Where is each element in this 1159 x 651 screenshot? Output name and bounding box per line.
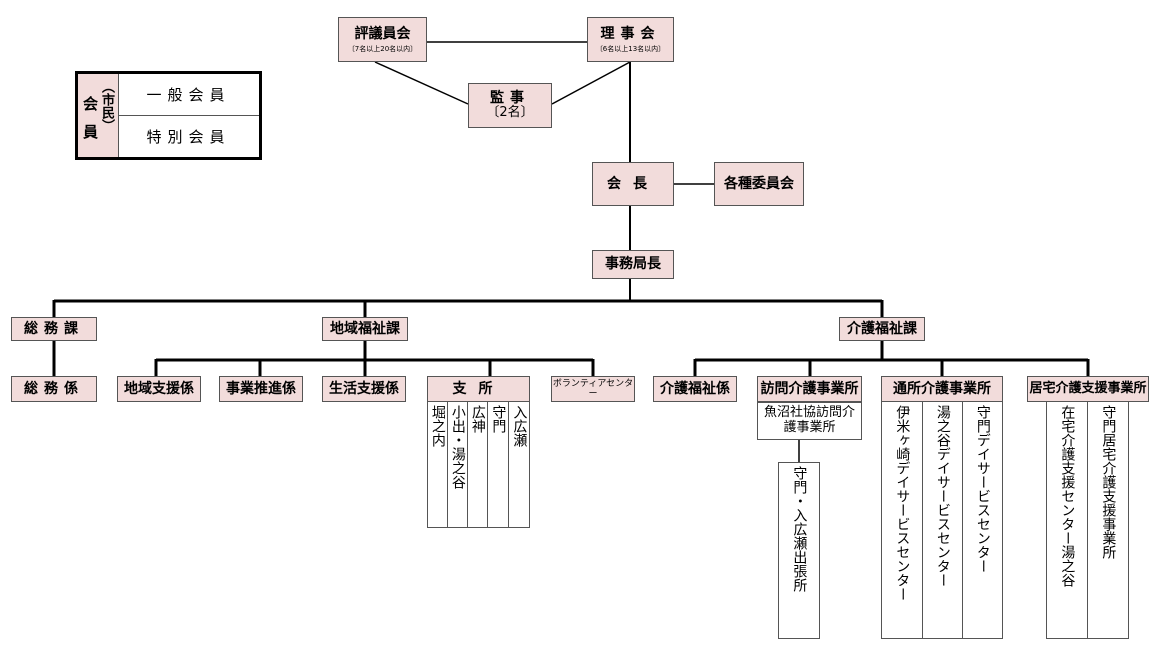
councilors-note: 〔7名以上20名以内〕	[347, 45, 418, 54]
branch-irihirose-label: 入広瀬	[511, 405, 528, 447]
home-visit-office-detail-label: 魚沼社協訪問介護事業所	[764, 405, 856, 435]
home-visit-branch-office: 守門・入広瀬出張所	[778, 462, 820, 639]
branch-sumon-label: 守門	[490, 405, 507, 433]
care-welfare-section: 介護福祉課	[839, 317, 925, 341]
support-office-sumon: 守門居宅介護支援事業所	[1087, 402, 1129, 639]
branch-irihirose: 入広瀬	[508, 402, 530, 528]
branch-koide-yunotani-label: 小出・湯之谷	[449, 405, 466, 489]
special-members: 特別会員	[146, 128, 231, 146]
support-center-yunotani: 在宅介護支援センター湯之谷	[1046, 402, 1088, 639]
branch-horinouchi: 堀之内	[427, 402, 448, 528]
president-box: 会長	[592, 162, 674, 206]
support-office-sumon-label: 守門居宅介護支援事業所	[1100, 405, 1117, 559]
line-board-auditors	[551, 61, 631, 105]
community-welfare-section: 地域福祉課	[322, 317, 408, 341]
care-welfare-label: 介護福祉課	[847, 320, 917, 337]
care-welfare-unit-label: 介護福祉係	[660, 380, 730, 397]
home-visit-care-label: 訪問介護事業所	[760, 380, 859, 397]
branch-horinouchi-label: 堀之内	[429, 405, 446, 447]
general-affairs-label: 総務課	[24, 320, 84, 337]
home-visit-care-office: 訪問介護事業所	[757, 376, 862, 402]
day-center-yunotani-label: 湯之谷デイサービスセンター	[934, 405, 951, 587]
branch-hirokami: 広神	[467, 402, 488, 528]
board-box: 理事会 〔6名以上13名以内〕	[587, 17, 674, 62]
community-welfare-label: 地域福祉課	[330, 320, 400, 337]
members-side-label: 会 員 （市民）	[78, 74, 119, 157]
board-label: 理事会	[600, 25, 661, 42]
line-councilors-auditors	[374, 61, 469, 105]
volunteer-center-unit: ボランティアセンター	[551, 376, 635, 402]
members-legend: 会 員 （市民） 一般会員 特別会員	[75, 71, 262, 160]
committees-box: 各種委員会	[714, 162, 804, 206]
project-promotion-unit: 事業推進係	[219, 376, 303, 402]
general-members: 一般会員	[118, 74, 259, 116]
home-visit-office-detail: 魚沼社協訪問介護事業所	[757, 402, 862, 440]
councilors-label: 評議員会	[354, 25, 411, 42]
support-center-yunotani-label: 在宅介護支援センター湯之谷	[1059, 405, 1076, 587]
members-paren-label: （市民）	[99, 80, 114, 132]
president-label: 会長	[607, 175, 659, 192]
auditors-label: 監事	[490, 89, 530, 106]
councilors-box: 評議員会 〔7名以上20名以内〕	[338, 17, 427, 62]
day-center-yunotani: 湯之谷デイサービスセンター	[922, 402, 963, 639]
care-welfare-unit: 介護福祉係	[653, 376, 737, 402]
day-center-sumon: 守門デイサービスセンター	[962, 402, 1003, 639]
community-support-unit: 地域支援係	[117, 376, 201, 402]
home-care-support-label: 居宅介護支援事業所	[1029, 380, 1147, 396]
general-affairs-unit-label: 総務係	[24, 380, 84, 397]
committees-label: 各種委員会	[724, 175, 794, 192]
auditors-box: 監事 〔2名〕	[468, 83, 552, 128]
branch-hirokami-label: 広神	[469, 405, 486, 433]
volunteer-center-label: ボランティアセンター	[552, 378, 634, 399]
auditors-note: 〔2名〕	[486, 105, 534, 121]
general-affairs-section: 総務課	[11, 317, 97, 341]
day-center-imegasaki-label: 伊米ヶ崎デイサービスセンター	[894, 405, 911, 601]
branch-offices-unit: 支所	[427, 376, 530, 402]
day-care-office: 通所介護事業所	[881, 376, 1003, 402]
home-care-support-office: 居宅介護支援事業所	[1027, 376, 1149, 402]
board-note: 〔6名以上13名以内〕	[595, 45, 666, 54]
secretary-general-box: 事務局長	[592, 250, 674, 279]
branch-offices-label: 支所	[452, 380, 505, 397]
branch-koide-yunotani: 小出・湯之谷	[447, 402, 468, 528]
home-visit-branch-label: 守門・入広瀬出張所	[791, 466, 808, 592]
branch-sumon: 守門	[487, 402, 509, 528]
members-char-2: 員	[83, 123, 99, 141]
members-char-1: 会	[83, 95, 99, 113]
life-support-unit: 生活支援係	[322, 376, 406, 402]
day-center-sumon-label: 守門デイサービスセンター	[974, 405, 991, 573]
secretary-general-label: 事務局長	[605, 256, 661, 273]
day-care-label: 通所介護事業所	[893, 380, 991, 397]
life-support-label: 生活支援係	[329, 380, 399, 397]
day-center-imegasaki: 伊米ヶ崎デイサービスセンター	[881, 402, 923, 639]
general-affairs-unit: 総務係	[11, 376, 97, 402]
community-support-label: 地域支援係	[124, 380, 194, 397]
project-promotion-label: 事業推進係	[226, 380, 296, 397]
